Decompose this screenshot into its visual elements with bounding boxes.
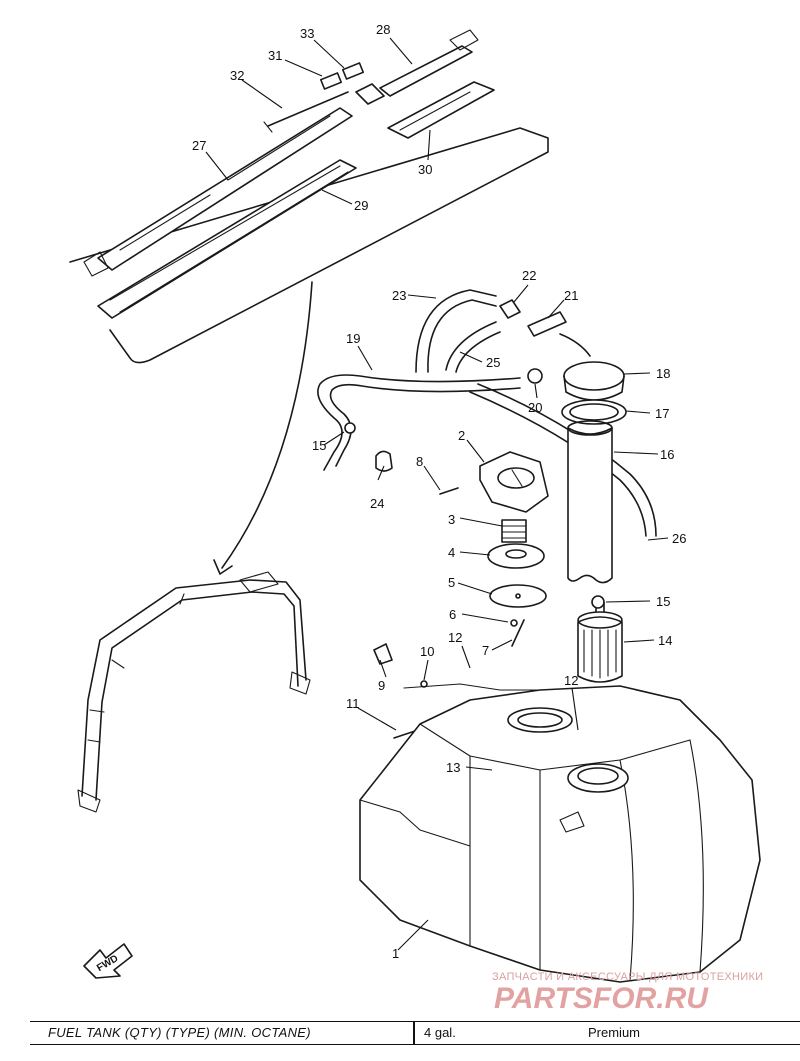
gauge-stack (439, 451, 549, 647)
callout-15-lower: 15 (656, 594, 670, 609)
callout-23: 23 (392, 288, 406, 303)
cap-18 (563, 361, 625, 391)
hose-23 (415, 289, 497, 373)
callout-11: 11 (346, 696, 360, 711)
callout-9: 9 (378, 678, 385, 693)
hose-21 (527, 311, 567, 337)
fuel-tank-1 (359, 683, 761, 983)
callout-labels: 1 2 3 4 5 6 7 8 9 10 11 12 12 13 14 15 1… (192, 22, 686, 961)
callout-14: 14 (658, 633, 672, 648)
fitting-22 (499, 299, 521, 319)
callout-27: 27 (192, 138, 206, 153)
screw-7 (511, 619, 525, 647)
callout-20: 20 (528, 400, 542, 415)
spec-quantity: 4 gal. (424, 1025, 456, 1040)
clamp-15-lower (591, 595, 605, 609)
gasket-5 (489, 584, 547, 608)
callout-30: 30 (418, 162, 432, 177)
strap-30 (387, 81, 495, 139)
forward-direction-indicator: FWD (83, 943, 133, 979)
watermark-tagline: ЗАПЧАСТИ И АКСЕССУАРЫ ДЛЯ МОТОТЕХНИКИ (492, 971, 763, 983)
callout-13: 13 (446, 760, 460, 775)
clamp-20 (527, 368, 543, 384)
plate-4 (487, 543, 545, 569)
bolt-32 (267, 91, 349, 127)
leader-lines (205, 37, 669, 951)
callout-19: 19 (346, 331, 360, 346)
callout-18: 18 (656, 366, 670, 381)
detail-arrow (221, 281, 313, 569)
hose-19 (317, 374, 521, 471)
spec-fuel-grade: Premium (588, 1025, 641, 1040)
callout-3: 3 (448, 512, 455, 527)
callout-22: 22 (522, 268, 536, 283)
gauge-unit-2 (479, 451, 549, 513)
filler-neck-assembly (561, 361, 627, 584)
callout-31: 31 (268, 48, 282, 63)
callout-8: 8 (416, 454, 423, 469)
callout-4: 4 (448, 545, 455, 560)
callout-29: 29 (354, 198, 368, 213)
callout-28: 28 (376, 22, 390, 37)
callout-17: 17 (655, 406, 669, 421)
callout-16: 16 (660, 447, 674, 462)
callout-1: 1 (392, 946, 399, 961)
callout-32: 32 (230, 68, 244, 83)
callout-5: 5 (448, 575, 455, 590)
spring-3 (501, 519, 527, 543)
spec-divider (413, 1022, 415, 1044)
callout-33: 33 (300, 26, 314, 41)
bracket-9 (373, 643, 393, 665)
washer-6 (510, 619, 518, 627)
fuel-filter-14 (577, 601, 623, 683)
callout-7: 7 (482, 643, 489, 658)
callout-12-lower: 12 (564, 673, 578, 688)
callout-21: 21 (564, 288, 578, 303)
spec-label: FUEL TANK (QTY) (TYPE) (MIN. OCTANE) (48, 1025, 311, 1040)
strap-29 (97, 159, 357, 319)
callout-2: 2 (458, 428, 465, 443)
hose-25 (445, 321, 497, 371)
fuel-tank-spec-bar: FUEL TANK (QTY) (TYPE) (MIN. OCTANE) 4 g… (30, 1021, 800, 1045)
callout-15-upper: 15 (312, 438, 326, 453)
callout-10: 10 (420, 644, 434, 659)
clamp-15-upper (344, 422, 356, 434)
collar-33 (341, 62, 365, 80)
strap-28 (379, 45, 473, 97)
watermark-brand: PARTSFOR.RU (494, 982, 709, 1015)
strap-detail-panel (69, 29, 549, 364)
callout-25: 25 (486, 355, 500, 370)
callout-6: 6 (449, 607, 456, 622)
callout-26: 26 (672, 531, 686, 546)
screw-8 (439, 487, 459, 495)
collar-31 (319, 72, 343, 90)
cap-24 (375, 450, 393, 472)
callout-12-upper: 12 (448, 630, 462, 645)
callout-24: 24 (370, 496, 384, 511)
filler-tube-16 (567, 427, 613, 584)
tank-strap-assembly (77, 571, 311, 813)
